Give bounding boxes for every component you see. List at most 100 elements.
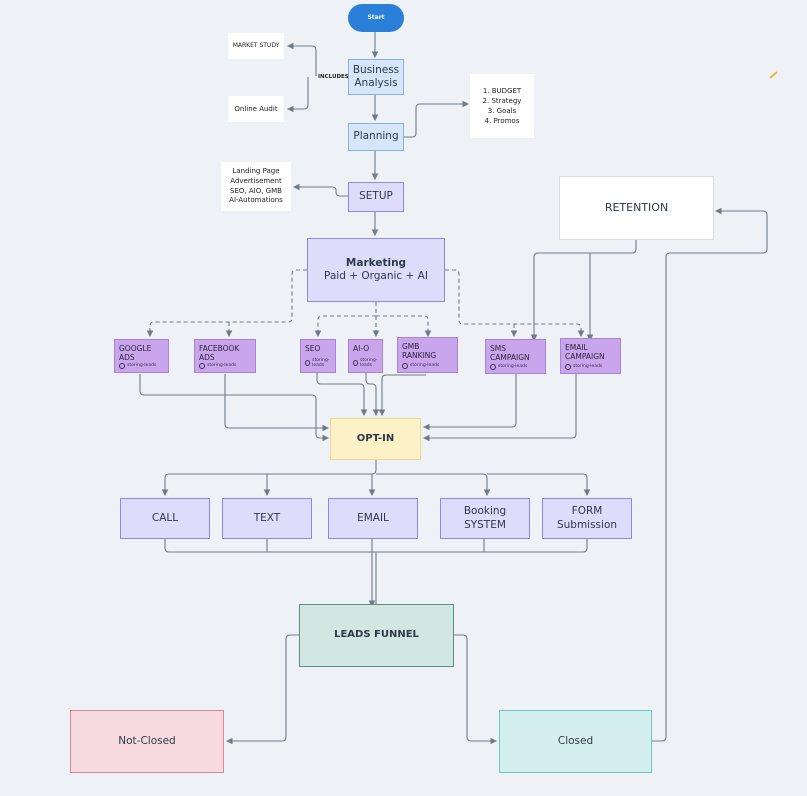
leads-icon xyxy=(565,364,571,370)
channel-sms-campaign[interactable]: SMS CAMPAIGN storing-leads xyxy=(485,339,546,374)
method-label: EMAIL xyxy=(357,511,389,524)
edge-sms-optin xyxy=(422,374,517,431)
edge-facebook-optin xyxy=(224,374,330,432)
channel-seo[interactable]: SEO storing-leads xyxy=(300,339,336,373)
business-analysis-node[interactable]: Business Analysis xyxy=(348,59,404,95)
method-text[interactable]: TEXT xyxy=(222,498,312,539)
edge-planning-list xyxy=(404,100,470,138)
planning-node[interactable]: Planning xyxy=(348,123,404,151)
plan-item-3: 3. Goals xyxy=(487,107,517,115)
leads-icon xyxy=(402,363,408,369)
market-study-label: MARKET STUDY xyxy=(232,42,280,50)
channel-label: SMS CAMPAIGN xyxy=(490,344,530,363)
edge-methods-merge xyxy=(164,539,588,553)
storing-leads-tag: storing-leads xyxy=(199,363,236,369)
storing-leads-tag: storing-leads xyxy=(353,358,382,369)
retention-node[interactable]: RETENTION xyxy=(559,176,714,240)
closed-label: Closed xyxy=(557,734,594,747)
edge-optin-form xyxy=(487,473,591,497)
channel-label: EMAIL CAMPAIGN xyxy=(565,343,605,362)
method-label-line2: Submission xyxy=(556,518,618,531)
edge-marketing-gmb xyxy=(376,315,432,338)
retention-label: RETENTION xyxy=(604,201,669,215)
storing-leads-tag: storing-leads xyxy=(490,364,527,370)
leads-funnel-label: LEADS FUNNEL xyxy=(334,629,419,641)
edge-retention-sms xyxy=(530,240,637,342)
marketing-title: Marketing xyxy=(345,256,407,269)
setup-item-3: SEO, AIO, GMB xyxy=(230,186,282,195)
opt-in-label: OPT-IN xyxy=(356,432,395,444)
edge-analysis-online-audit xyxy=(286,77,309,113)
edge-seo-optin xyxy=(316,373,368,417)
storing-leads-tag: storing-leads xyxy=(119,363,156,369)
start-label: Start xyxy=(367,14,385,22)
planning-label: Planning xyxy=(353,130,399,143)
opt-in-node[interactable]: OPT-IN xyxy=(330,418,421,460)
method-label-line1: Booking xyxy=(463,505,507,518)
channel-label: AI-O xyxy=(353,344,370,353)
not-closed-label: Not-Closed xyxy=(118,734,176,747)
pencil-icon xyxy=(769,71,778,79)
storing-leads-tag: storing-leads xyxy=(565,364,602,370)
channel-facebook-ads[interactable]: FACEBOOK ADS storing-leads xyxy=(194,339,256,373)
leads-icon xyxy=(199,363,205,369)
plan-list-note[interactable]: 1. BUDGET 2. Strategy 3. Goals 4. Promos xyxy=(470,74,534,138)
method-label-line1: FORM xyxy=(571,505,603,518)
market-study-note[interactable]: MARKET STUDY xyxy=(228,33,284,59)
method-label-line2: SYSTEM xyxy=(464,518,506,531)
leads-icon xyxy=(305,360,311,367)
marketing-subtitle: Paid + Organic + AI xyxy=(324,270,428,282)
edge-closed-retention xyxy=(652,207,768,742)
start-node[interactable]: Start xyxy=(348,4,404,32)
leads-icon xyxy=(119,363,125,369)
channel-gmb-ranking[interactable]: GMB RANKING storing-leads xyxy=(397,337,458,373)
business-analysis-line2: Analysis xyxy=(354,77,398,89)
channel-email-campaign[interactable]: EMAIL CAMPAIGN storing-leads xyxy=(560,338,621,374)
not-closed-node[interactable]: Not-Closed xyxy=(70,710,224,773)
storing-leads-tag: storing-leads xyxy=(402,363,439,369)
method-label: TEXT xyxy=(253,511,281,524)
edge-email-optin xyxy=(422,374,577,442)
channel-label: SEO xyxy=(305,344,321,353)
edge-funnel-notclosed xyxy=(225,634,299,745)
setup-item-2: Advertisement xyxy=(230,176,282,185)
setup-item-1: Landing Page xyxy=(232,166,280,175)
leads-funnel-node[interactable]: LEADS FUNNEL xyxy=(299,604,454,667)
method-booking-system[interactable]: Booking SYSTEM xyxy=(440,498,530,539)
online-audit-note[interactable]: Online Audit xyxy=(228,96,284,122)
edge-setup-list xyxy=(292,183,348,197)
plan-item-2: 2. Strategy xyxy=(482,96,522,105)
leads-icon xyxy=(353,360,358,367)
channel-google-ads[interactable]: GOOGLE ADS storing-leads xyxy=(114,339,169,373)
edge-funnel-closed xyxy=(454,634,498,745)
online-audit-label: Online Audit xyxy=(234,104,278,113)
plan-item-1: 1. BUDGET xyxy=(482,86,522,95)
setup-node[interactable]: SETUP xyxy=(348,182,404,212)
channel-label: GMB RANKING xyxy=(402,342,437,361)
business-analysis-line1: Business xyxy=(352,63,400,76)
leads-icon xyxy=(490,364,496,370)
channel-aio[interactable]: AI-O storing-leads xyxy=(348,339,383,373)
edge-optin-booking xyxy=(376,473,491,497)
storing-leads-tag: storing-leads xyxy=(305,358,335,369)
method-email[interactable]: EMAIL xyxy=(328,498,418,539)
method-label: CALL xyxy=(151,511,179,524)
plan-item-4: 4. Promos xyxy=(484,117,520,126)
edge-marketing-sms-email xyxy=(445,269,585,338)
edge-google-optin xyxy=(139,374,330,442)
edge-gmb-optin xyxy=(378,374,426,417)
method-form-submission[interactable]: FORM Submission xyxy=(542,498,632,539)
edge-analysis-market-study xyxy=(286,42,317,76)
marketing-node[interactable]: Marketing Paid + Organic + AI xyxy=(307,238,445,302)
channel-label: GOOGLE ADS xyxy=(119,344,152,363)
method-call[interactable]: CALL xyxy=(120,498,210,539)
closed-node[interactable]: Closed xyxy=(499,710,652,773)
setup-list-note[interactable]: Landing Page Advertisement SEO, AIO, GMB… xyxy=(221,162,291,211)
setup-item-4: AI-Automations xyxy=(229,196,283,205)
edge-optin-branch xyxy=(161,460,377,497)
includes-label: INCLUDES xyxy=(318,74,349,80)
edge-aio-optin xyxy=(365,373,380,417)
edge-marketing-google-ads xyxy=(146,269,307,338)
channel-label: FACEBOOK ADS xyxy=(199,344,240,363)
